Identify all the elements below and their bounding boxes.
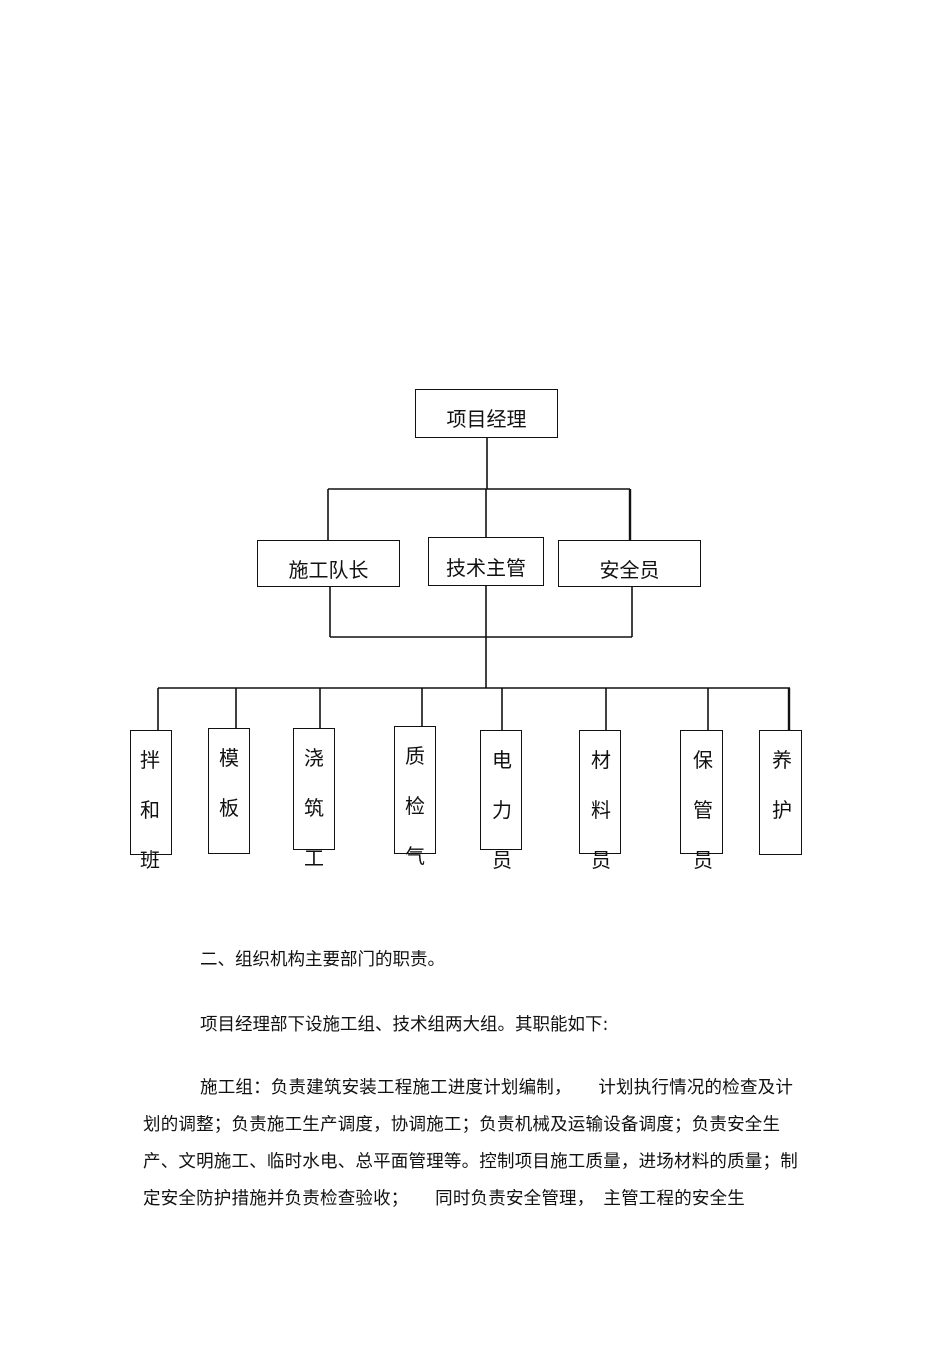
box-technical-supervisor bbox=[428, 537, 544, 586]
box-material-clerk bbox=[579, 730, 621, 854]
label-custodian: 保管员 bbox=[693, 748, 713, 872]
box-pouring-worker bbox=[293, 728, 335, 850]
box-custodian bbox=[680, 730, 723, 854]
box-formwork bbox=[208, 728, 250, 854]
box-project-manager bbox=[415, 389, 558, 438]
box-safety-officer bbox=[558, 540, 701, 587]
construction-group-paragraph: 施工组：负责建筑安装工程施工进度计划编制， 计划执行情况的检查及计划的调整；负责… bbox=[143, 1078, 798, 1209]
label-electrician: 电力员 bbox=[492, 748, 512, 872]
label-project-manager: 项目经理 bbox=[446, 407, 527, 431]
label-technical-supervisor: 技术主管 bbox=[446, 556, 526, 580]
label-formwork: 模板 bbox=[219, 746, 239, 820]
intro-paragraph: 项目经理部下设施工组、技术组两大组。其职能如下: bbox=[200, 1015, 609, 1035]
box-construction-captain bbox=[257, 540, 400, 587]
box-quality-inspection bbox=[394, 726, 436, 854]
label-safety-officer: 安全员 bbox=[599, 558, 660, 582]
section-heading: 二、组织机构主要部门的职责。 bbox=[200, 950, 445, 970]
label-mixing-team: 拌和班 bbox=[140, 748, 160, 872]
label-pouring-worker: 浇筑工 bbox=[304, 746, 324, 870]
box-electrician bbox=[480, 730, 522, 850]
org-chart-lines bbox=[157, 438, 791, 736]
label-material-clerk: 材料员 bbox=[591, 748, 611, 872]
label-quality-inspection: 质检气 bbox=[405, 744, 425, 868]
box-mixing-team bbox=[130, 730, 172, 855]
label-construction-captain: 施工队长 bbox=[288, 558, 369, 582]
label-curing: 养护 bbox=[772, 748, 792, 822]
box-curing bbox=[759, 730, 802, 855]
